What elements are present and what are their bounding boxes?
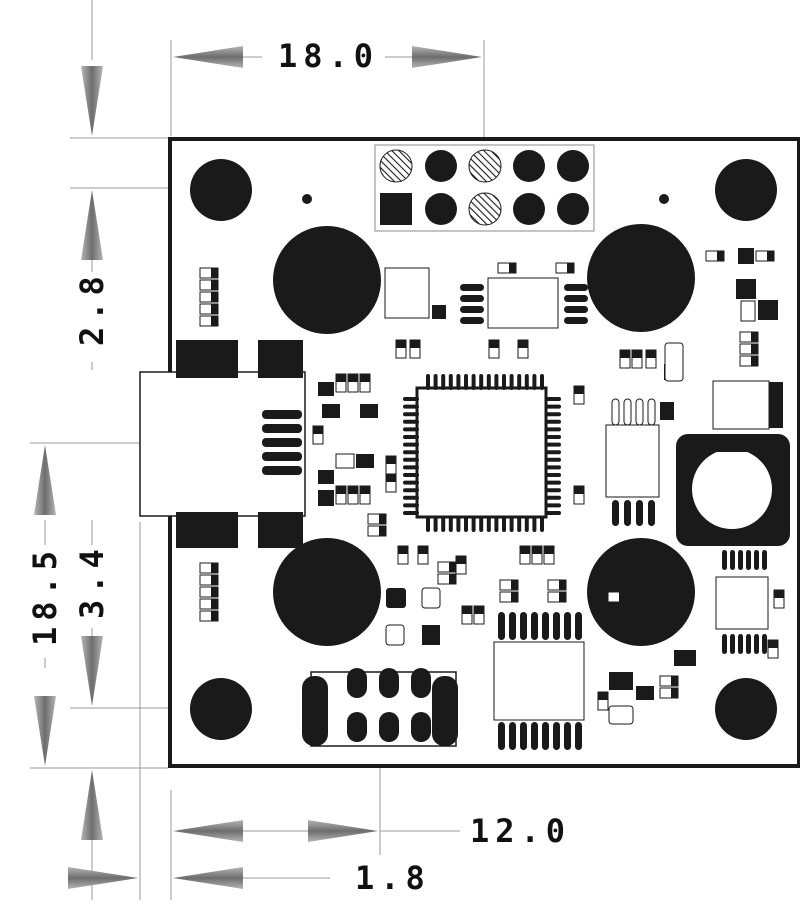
dim-board-height: 18.5 (26, 544, 64, 646)
misc-pads (318, 248, 783, 700)
dim-header-offset: 2.8 (73, 270, 111, 346)
dim-battery-offset: 12.0 (470, 812, 572, 850)
card-connector (302, 668, 458, 747)
large-pads (273, 224, 695, 646)
qfp-chip (403, 374, 561, 532)
usb-connector (139, 340, 306, 548)
misc-outline-pads (335, 300, 756, 725)
ic-pins (460, 284, 767, 750)
mounting-holes (190, 159, 777, 740)
battery-holder (676, 434, 790, 546)
dim-edge-offset: 1.8 (355, 859, 431, 897)
dim-usb-offset: 3.4 (73, 543, 111, 619)
dimension-arrows (34, 46, 482, 889)
dim-board-width: 18.0 (278, 37, 380, 75)
pin-header (374, 144, 595, 232)
soic-chips (384, 267, 770, 721)
passive-components (199, 250, 785, 711)
